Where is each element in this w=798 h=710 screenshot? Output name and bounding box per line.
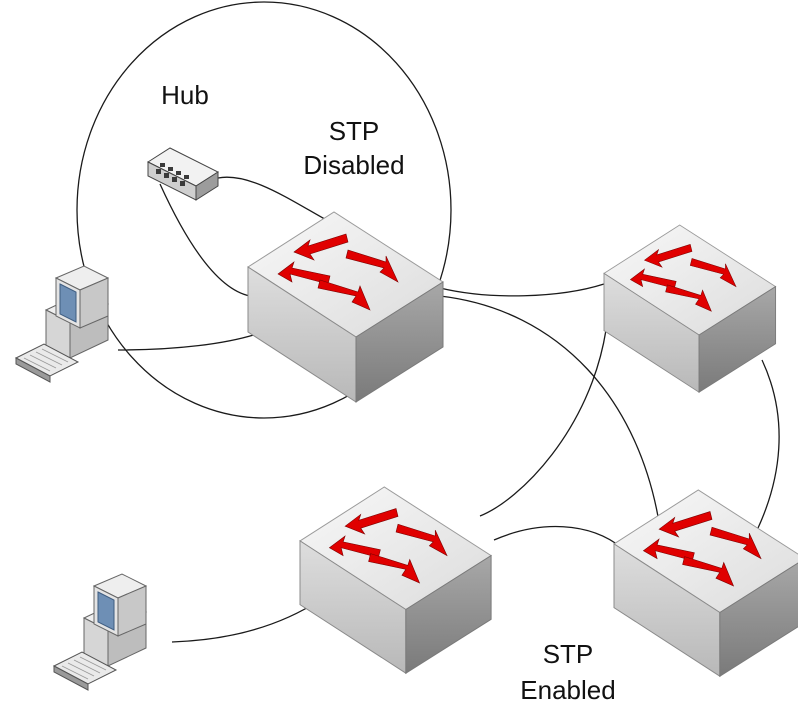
switch-icon [613, 489, 798, 677]
hub-icon [146, 147, 220, 201]
link-pc1-switch1 [117, 329, 269, 351]
stp-disabled-label-line1: STP [329, 116, 380, 146]
hub-label: Hub [161, 80, 209, 110]
link-switch1-switch4 [439, 295, 661, 529]
link-pc2-switch3 [171, 599, 321, 643]
link-switch2-switch4 [757, 359, 780, 529]
link-hub-switch1-b [159, 183, 251, 297]
link-switch2-switch3 [479, 329, 607, 517]
link-switch1-switch2 [439, 283, 605, 297]
stp-disabled-loop [76, 1, 452, 419]
computer-icon [53, 573, 147, 691]
switch-icon [603, 224, 777, 393]
link-hub-switch1 [217, 176, 331, 223]
link-switch3-switch4 [493, 525, 623, 549]
stp-disabled-label-line2: Disabled [303, 150, 404, 180]
computer-icon [15, 265, 109, 383]
switch-icon [247, 211, 444, 403]
switch-icon [299, 486, 492, 674]
stp-enabled-label-line2: Enabled [520, 675, 615, 705]
stp-enabled-label-line1: STP [543, 639, 594, 669]
